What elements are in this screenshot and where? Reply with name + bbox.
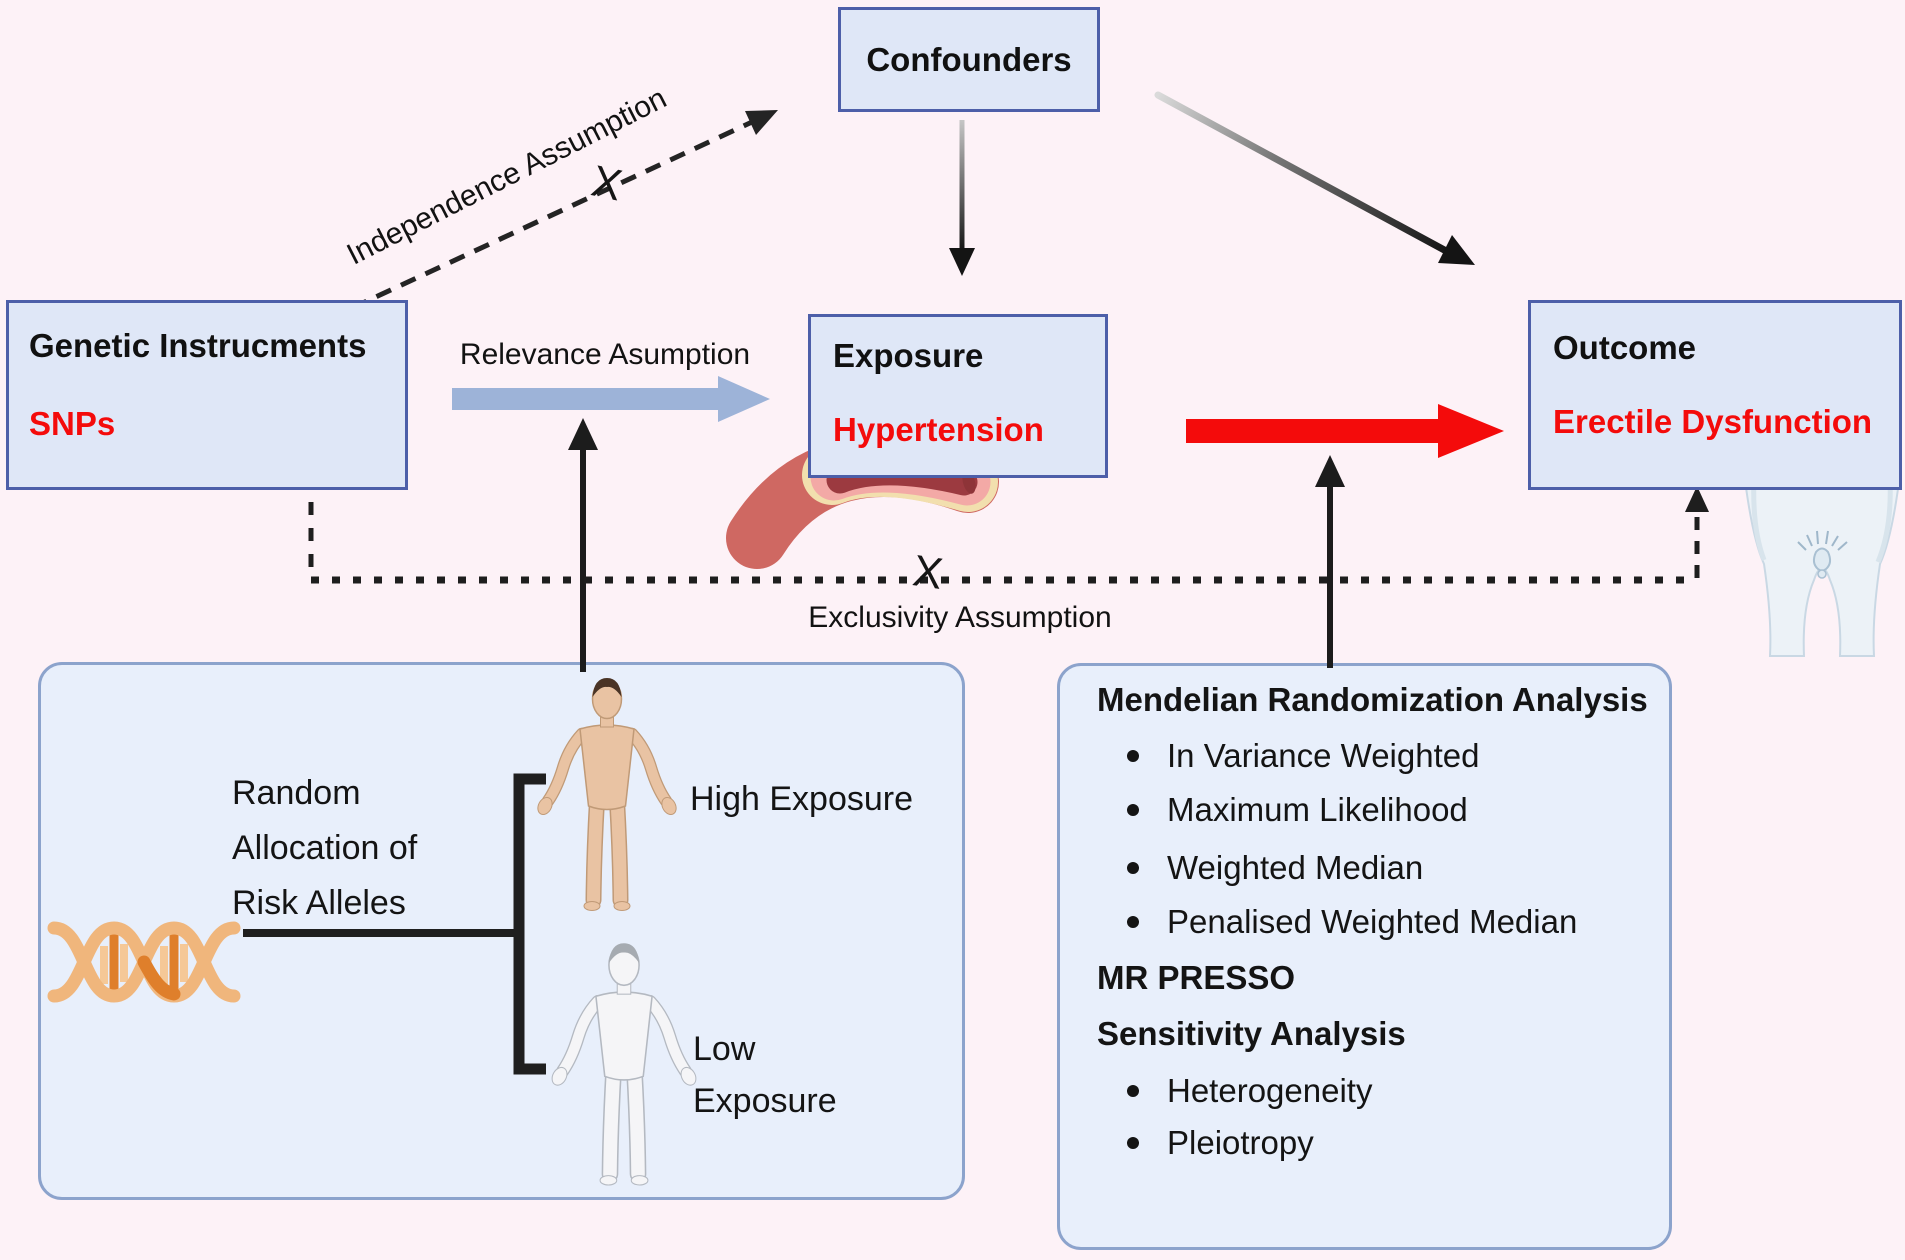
high-exposure-figure — [535, 678, 679, 911]
mr-presso-label: MR PRESSO — [1097, 959, 1296, 996]
mr-method-4: Penalised Weighted Median — [1167, 903, 1578, 940]
dna-icon — [47, 921, 241, 1003]
independence-arrow — [350, 110, 778, 311]
exclusivity-dashed-arrow — [308, 486, 1709, 584]
mr-method-1: In Variance Weighted — [1167, 737, 1480, 774]
exclusivity-assumption-label: Exclusivity Assumption — [808, 601, 1112, 634]
mr-analysis-panel — [1057, 663, 1672, 1250]
allocation-line-3: Risk Alleles — [232, 884, 406, 922]
bullet-dot — [1127, 804, 1139, 816]
genetic-instruments-box: Genetic Instrucments SNPs — [6, 300, 408, 490]
confounders-to-exposure-arrow — [949, 120, 975, 276]
outcome-title: Outcome — [1553, 329, 1697, 366]
snps-label: SNPs — [29, 405, 116, 442]
bullet-dot — [1127, 916, 1139, 928]
mr-method-item: Maximum Likelihood — [1127, 791, 1468, 829]
confounders-to-outcome-arrow — [1154, 91, 1475, 265]
confounders-label: Confounders — [866, 40, 1072, 78]
mr-method-3: Weighted Median — [1167, 849, 1424, 886]
analysis-up-arrow — [1315, 455, 1345, 668]
sensitivity-title: Sensitivity Analysis — [1097, 1015, 1406, 1052]
hypertension-label: Hypertension — [833, 411, 1044, 448]
mr-method-item: In Variance Weighted — [1127, 737, 1479, 775]
bullet-dot — [1127, 1085, 1139, 1097]
analysis-title: Mendelian Randomization Analysis — [1097, 681, 1648, 718]
erectile-dysfunction-label: Erectile Dysfunction — [1553, 403, 1873, 440]
exposure-title: Exposure — [833, 337, 984, 374]
relevance-assumption-label: Relevance Asumption — [459, 338, 751, 371]
sensitivity-item: Heterogeneity — [1127, 1072, 1372, 1110]
genetic-instruments-title: Genetic Instrucments — [29, 327, 367, 364]
allocation-line-2: Allocation of — [232, 829, 418, 867]
allocation-up-arrow — [568, 418, 598, 672]
exposure-box: Exposure Hypertension — [808, 314, 1108, 478]
sensitivity-item: Pleiotropy — [1127, 1124, 1314, 1162]
pelvis-illustration — [1742, 470, 1902, 657]
relevance-arrow — [452, 376, 770, 422]
confounders-box: Confounders — [838, 7, 1100, 112]
allocation-bracket — [243, 773, 546, 1075]
outcome-box: Outcome Erectile Dysfunction — [1528, 300, 1902, 490]
sensitivity-1: Heterogeneity — [1167, 1072, 1373, 1109]
low-exposure-label-line1: Low — [693, 1030, 756, 1068]
mr-method-2: Maximum Likelihood — [1167, 791, 1468, 828]
exclusivity-cross-icon: X — [909, 546, 946, 599]
bullet-dot — [1127, 1137, 1139, 1149]
bullet-dot — [1127, 862, 1139, 874]
low-exposure-label-line2: Exposure — [693, 1082, 837, 1120]
high-exposure-label: High Exposure — [690, 780, 914, 818]
bullet-dot — [1127, 750, 1139, 762]
mr-method-item: Weighted Median — [1127, 849, 1423, 887]
causal-red-arrow — [1186, 404, 1504, 458]
allocation-line-1: Random — [232, 774, 361, 812]
low-exposure-figure — [549, 943, 699, 1185]
sensitivity-2: Pleiotropy — [1167, 1124, 1314, 1161]
mr-method-item: Penalised Weighted Median — [1127, 903, 1577, 941]
